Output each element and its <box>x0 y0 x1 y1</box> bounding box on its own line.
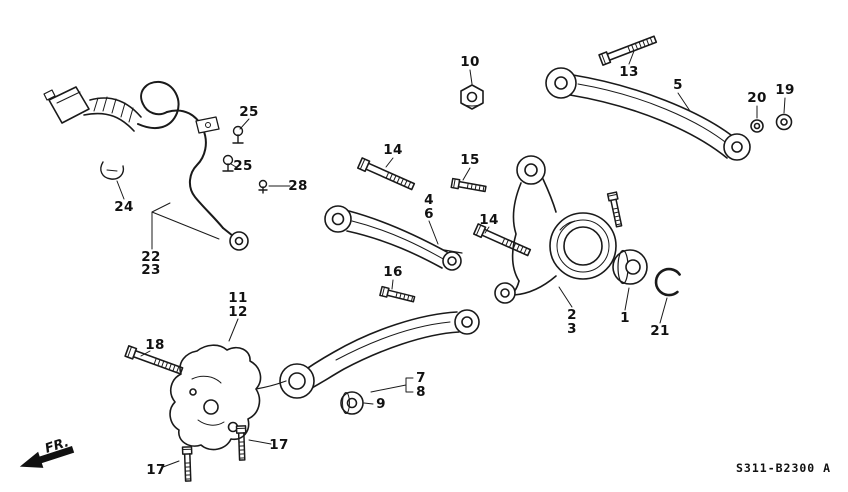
circlip-21 <box>654 267 681 297</box>
callout-25-a: 25 <box>239 104 259 120</box>
washer-20 <box>750 119 764 133</box>
callout-10: 10 <box>460 54 480 70</box>
leader-lines <box>116 50 786 468</box>
harness-grommet-25-b <box>222 154 234 172</box>
callout-16: 16 <box>383 264 403 280</box>
callout-9: 9 <box>376 396 386 412</box>
callout-8: 8 <box>416 384 426 400</box>
abs-sensor-harness <box>43 80 249 251</box>
speed-sensor-head <box>229 231 249 251</box>
callout-6: 6 <box>424 206 434 222</box>
bolt-16 <box>379 285 416 305</box>
callout-5: 5 <box>673 77 683 93</box>
callout-21: 21 <box>650 323 670 339</box>
upper-arm-5 <box>545 67 751 161</box>
lower-arm-7-8 <box>279 309 480 399</box>
callout-1: 1 <box>620 310 630 326</box>
bolt-17-a <box>235 425 248 461</box>
callout-2: 2 <box>567 307 577 323</box>
callout-11: 11 <box>228 290 248 306</box>
callout-25-b: 25 <box>233 158 253 174</box>
callout-23: 23 <box>141 262 161 278</box>
callout-12: 12 <box>228 304 248 320</box>
harness-clamp-bracket <box>195 116 220 134</box>
callout-4: 4 <box>424 192 434 208</box>
diagram-part-code: S311-B2300 A <box>736 461 832 475</box>
bolt-17-b <box>181 446 194 482</box>
knuckle-stud-bolt <box>606 191 625 228</box>
callout-22: 22 <box>141 249 161 265</box>
callout-3: 3 <box>567 321 577 337</box>
harness-grommet-25-a <box>232 125 244 144</box>
lateral-arm-4-6 <box>324 205 463 271</box>
knuckle-2-3 <box>494 155 617 304</box>
bushing-9 <box>340 391 364 415</box>
bolt-14-b <box>472 223 533 259</box>
callout-15: 15 <box>460 152 480 168</box>
callout-14-a: 14 <box>383 142 403 158</box>
bolt-13 <box>598 33 658 66</box>
callout-14-b: 14 <box>479 212 499 228</box>
bolt-14-a <box>356 157 417 193</box>
washer-19 <box>775 113 793 131</box>
callout-17-a: 17 <box>269 437 289 453</box>
nut-10 <box>460 84 484 110</box>
bolt-15 <box>450 177 488 195</box>
callout-24: 24 <box>114 199 134 215</box>
callout-7: 7 <box>416 370 426 386</box>
callout-28: 28 <box>288 178 308 194</box>
callout-19: 19 <box>775 82 795 98</box>
trailing-bracket-11-12 <box>169 344 287 451</box>
callout-13: 13 <box>619 64 639 80</box>
harness-clip-24 <box>100 161 125 180</box>
harness-clip-28 <box>258 179 268 194</box>
callout-18: 18 <box>145 337 165 353</box>
callout-20: 20 <box>747 90 767 106</box>
callout-17-b: 17 <box>146 462 166 478</box>
fr-arrow-icon <box>19 446 75 468</box>
wheel-bearing-1 <box>612 249 648 285</box>
